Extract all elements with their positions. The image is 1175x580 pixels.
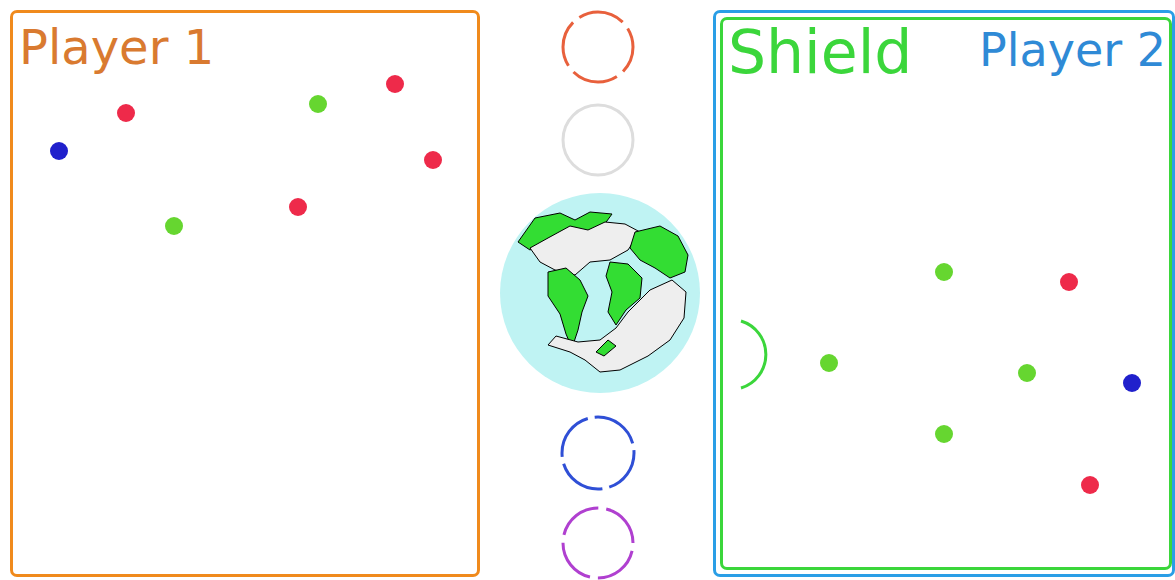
player-label: Player 2 bbox=[979, 27, 1166, 73]
player-2-dots bbox=[820, 263, 1141, 494]
blue-ring bbox=[562, 417, 634, 489]
shield-arc bbox=[741, 321, 766, 388]
player-1-dots bbox=[50, 75, 442, 235]
grey-ring bbox=[563, 105, 633, 175]
shield-area: Shield bbox=[720, 17, 1172, 570]
shield-label: Shield bbox=[728, 22, 912, 82]
red-ring bbox=[563, 12, 633, 82]
purple-ring bbox=[563, 508, 633, 578]
player-1-area: Player 1 bbox=[10, 10, 480, 577]
planet bbox=[500, 193, 700, 393]
player-label: Player 1 bbox=[19, 23, 214, 71]
player-2-area: Player 2 Shield bbox=[713, 10, 1175, 577]
